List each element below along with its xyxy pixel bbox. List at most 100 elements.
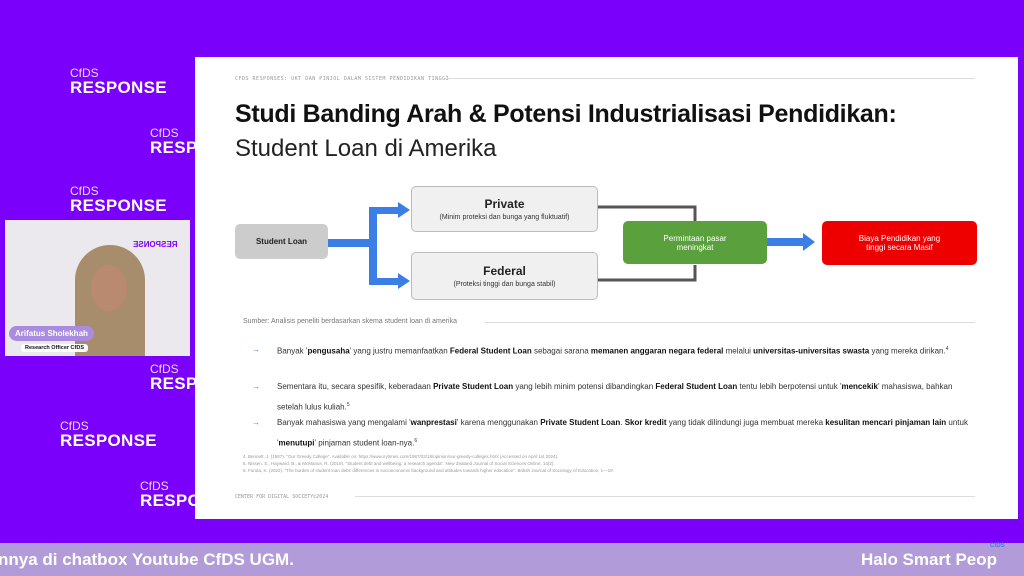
diagram-connectors [328,202,815,289]
connector-federal [598,265,697,282]
footnote-ref: 5 [346,402,350,408]
divider [355,496,975,497]
logo-small: CfDS [60,419,89,433]
logo-small: CfDS [140,480,169,493]
arrow-stem [328,239,373,247]
logo-big: RESPONSE [140,491,195,509]
bullet-text: Banyak mahasiswa yang mengalami 'wanpres… [277,413,972,453]
gray-connectors [598,205,697,282]
text: sebagai sarana [531,346,591,356]
slide-header: CFDS RESPONSES: UKT DAN PINJOL DALAM SIS… [235,76,450,82]
logo-small: CfDS [150,363,179,376]
footnote-ref: 4 [945,346,949,352]
ticker-text-left: nnya di chatbox Youtube CfDS UGM. [0,550,294,569]
node-desc: (Proteksi tinggi dan bunga stabil) [453,281,556,288]
logo-small: CfDS [70,184,99,198]
text: yang lebih minim potensi dibandingkan [513,382,656,391]
node-title: Private [484,197,525,211]
bullet-text: Sementara itu, secara spesifik, keberada… [277,377,972,417]
arrow-right-icon: → [252,418,260,427]
bullet-item: → Banyak 'pengusaha' yang justru memanfaa… [252,340,972,361]
text: untuk ' [277,418,968,448]
arrow-end-head [803,233,815,251]
arrow-private-head [398,202,410,218]
logo-big: RESPONSE [70,196,167,215]
news-ticker: nnya di chatbox Youtube CfDS UGM. Halo S… [0,543,1024,576]
speaker-name-tag: Arifatus Sholekhah [9,326,94,341]
bold-text: mencekik [841,382,878,391]
bold-text: kesulitan mencari pinjaman lain [825,418,947,427]
text: ' mahasiswa, bahkan setelah lulus kuliah… [277,382,953,412]
bold-text: universitas-universitas swasta [753,346,870,356]
connector-private [598,205,697,222]
arrow-right-icon: → [252,345,260,354]
slide-footer: CENTER FOR DIGITAL SOCIETY©2024 [235,494,329,500]
bold-text: Private Student Loan [433,382,514,391]
speaker-video: RESPONSE Arifatus Sholekhah Research Off… [5,220,190,356]
logo-big: RESPONSE [60,431,157,450]
node-high-cost: Biaya Pendidikan yang tinggi secara Masi… [822,221,977,265]
bold-text: memanen anggaran negara federal [590,346,724,356]
logo-small: CfDS [70,66,99,80]
arrow-federal [369,278,399,285]
bold-text: Skor kredit [624,418,667,427]
logo-small: CfDS [150,127,179,140]
text: yang mereka dirikan. [869,346,946,356]
node-label: Biaya Pendidikan yang tinggi secara Masi… [858,234,941,252]
node-label: Student Loan [255,237,308,246]
bold-text: Federal Student Loan [449,346,532,356]
reference: 5. Nissen, S., Hayward, B., & McManus, R… [243,461,555,466]
text: ' yang justru memanfaatkan [349,346,450,356]
logo-big: RESPONSE [70,78,167,97]
ticker-text-right: Halo Smart Peop [861,550,998,569]
node-title: Federal [483,264,526,278]
bold-text: menutupi [278,438,315,448]
divider [445,78,975,79]
text: ' pinjaman student loan-nya. [314,438,415,448]
bold-text: pengusaha [307,346,350,356]
logo-big: RESPONSE [150,138,195,156]
node-label: Permintaan pasar meningkat [663,233,727,252]
slide-title: Studi Banding Arah & Potensi Industriali… [235,100,897,128]
divider [485,322,975,323]
bullet-text: Banyak 'pengusaha' yang justru memanfaat… [277,340,972,361]
speaker-face [91,265,127,311]
arrow-end [767,238,804,246]
text: yang tidak dilindungi juga membuat merek… [666,418,826,427]
node-federal: Federal (Proteksi tinggi dan bunga stabi… [411,252,598,300]
bold-text: Private Student Loan [540,418,621,427]
source-note: Sumber: Analisis peneliti berdasarkan sk… [243,318,458,325]
speaker-role: Research Officer CfDS [21,344,88,352]
blue-arrows [328,202,815,289]
arrow-private [369,207,399,214]
bold-text: wanprestasi [410,418,457,427]
text: Sementara itu, secara spesifik, keberada… [277,382,434,391]
node-private: Private (Minim proteksi dan bunga yang f… [411,186,598,232]
slide-subtitle: Student Loan di Amerika [235,135,497,162]
reference: 4. Bennett, J. (1987). "Our Greedy Colle… [243,454,559,459]
node-desc: (Minim proteksi dan bunga yang fluktuati… [439,214,570,221]
text: Banyak ' [277,346,308,356]
reference: 6. Furuta, K. (2022). "The burden of stu… [243,468,614,473]
arrow-federal-head [398,273,410,289]
text: ' karena menggunakan [456,418,541,427]
bold-text: Federal Student Loan [655,382,738,391]
bullet-item: →Sementara itu, secara spesifik, keberad… [252,377,972,417]
footnote-ref: 6 [414,438,418,444]
logo-big: RESPONSE [150,374,195,392]
text: tentu lebih berpotensi untuk ' [737,382,842,391]
text: . [620,418,625,427]
text: Banyak mahasiswa yang mengalami ' [277,418,411,427]
arrow-split [369,207,377,285]
node-market-demand: Permintaan pasar meningkat [623,221,767,264]
bullet-item: → Banyak mahasiswa yang mengalami 'wanpre… [252,413,972,453]
mirrored-logo: RESPONSE [133,240,178,249]
ticker-logo: CfDS [990,543,1005,549]
presentation-slide: CFDS RESPONSES: UKT DAN PINJOL DALAM SIS… [195,57,1018,519]
text: melalui [723,346,754,356]
